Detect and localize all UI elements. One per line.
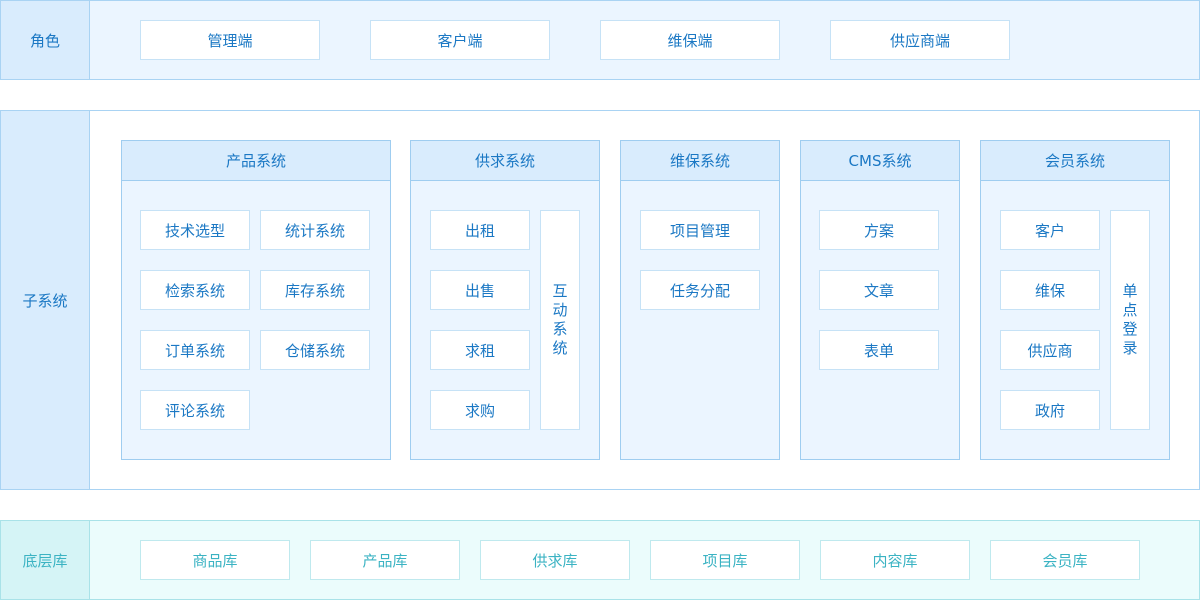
supply-side-char: 互 — [552, 282, 568, 300]
role-maintenance[interactable]: 维保端 — [600, 20, 780, 60]
product-item-inventory[interactable]: 库存系统 — [260, 270, 370, 310]
maintenance-system-title: 维保系统 — [621, 141, 779, 181]
maintenance-item-task-assignment[interactable]: 任务分配 — [640, 270, 760, 310]
supply-item-want-rent[interactable]: 求租 — [430, 330, 530, 370]
member-side-char: 录 — [1122, 339, 1138, 357]
member-single-sign-on[interactable]: 单 点 登 录 — [1110, 210, 1150, 430]
cms-item-plan[interactable]: 方案 — [819, 210, 939, 250]
product-item-orders[interactable]: 订单系统 — [140, 330, 250, 370]
product-item-warehouse[interactable]: 仓储系统 — [260, 330, 370, 370]
member-item-supplier[interactable]: 供应商 — [1000, 330, 1100, 370]
base-label: 底层库 — [0, 520, 90, 600]
base-band: 商品库 产品库 供求库 项目库 内容库 会员库 — [89, 520, 1200, 600]
product-system-title: 产品系统 — [122, 141, 390, 181]
cms-item-article[interactable]: 文章 — [819, 270, 939, 310]
cms-item-form[interactable]: 表单 — [819, 330, 939, 370]
product-item-tech-selection[interactable]: 技术选型 — [140, 210, 250, 250]
supply-item-sell[interactable]: 出售 — [430, 270, 530, 310]
cms-system-panel: CMS系统 方案 文章 表单 — [800, 140, 960, 460]
subsystems-label: 子系统 — [0, 110, 90, 490]
product-item-reviews[interactable]: 评论系统 — [140, 390, 250, 430]
supply-item-want-buy[interactable]: 求购 — [430, 390, 530, 430]
base-item-content[interactable]: 内容库 — [820, 540, 970, 580]
member-item-client[interactable]: 客户 — [1000, 210, 1100, 250]
roles-band: 管理端 客户端 维保端 供应商端 — [89, 0, 1200, 80]
supply-system-panel: 供求系统 出租 出售 求租 求购 互 动 系 统 — [410, 140, 600, 460]
member-side-char: 点 — [1122, 301, 1138, 319]
supply-side-char: 系 — [552, 320, 568, 338]
base-item-goods[interactable]: 商品库 — [140, 540, 290, 580]
member-system-title: 会员系统 — [981, 141, 1169, 181]
base-item-supply[interactable]: 供求库 — [480, 540, 630, 580]
member-system-panel: 会员系统 客户 维保 供应商 政府 单 点 登 录 — [980, 140, 1170, 460]
supply-interaction-system[interactable]: 互 动 系 统 — [540, 210, 580, 430]
maintenance-system-panel: 维保系统 项目管理 任务分配 — [620, 140, 780, 460]
cms-system-title: CMS系统 — [801, 141, 959, 181]
member-item-government[interactable]: 政府 — [1000, 390, 1100, 430]
supply-side-char: 动 — [552, 301, 568, 319]
product-item-statistics[interactable]: 统计系统 — [260, 210, 370, 250]
base-item-product[interactable]: 产品库 — [310, 540, 460, 580]
supply-item-rent-out[interactable]: 出租 — [430, 210, 530, 250]
roles-label: 角色 — [0, 0, 90, 80]
member-side-char: 单 — [1122, 282, 1138, 300]
role-admin[interactable]: 管理端 — [140, 20, 320, 60]
role-client[interactable]: 客户端 — [370, 20, 550, 60]
member-side-char: 登 — [1122, 320, 1138, 338]
base-item-project[interactable]: 项目库 — [650, 540, 800, 580]
role-supplier[interactable]: 供应商端 — [830, 20, 1010, 60]
base-item-member[interactable]: 会员库 — [990, 540, 1140, 580]
maintenance-item-project-management[interactable]: 项目管理 — [640, 210, 760, 250]
member-item-maintenance[interactable]: 维保 — [1000, 270, 1100, 310]
supply-side-char: 统 — [552, 339, 568, 357]
product-system-panel: 产品系统 技术选型 统计系统 检索系统 库存系统 订单系统 仓储系统 评论系统 — [121, 140, 391, 460]
supply-system-title: 供求系统 — [411, 141, 599, 181]
product-item-search[interactable]: 检索系统 — [140, 270, 250, 310]
